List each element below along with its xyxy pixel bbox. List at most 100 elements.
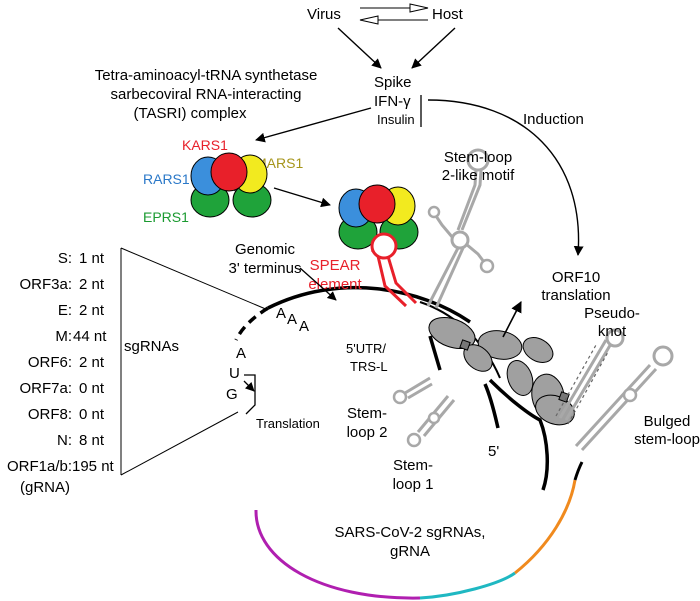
arrow-complex-binding bbox=[273, 187, 331, 208]
row-name-orf1ab: ORF1a/b: bbox=[7, 458, 72, 475]
orf10-translation: ORF10 translation bbox=[541, 269, 610, 304]
sgrnas-label: sgRNAs bbox=[124, 338, 179, 355]
row-value-orf3a: 2 nt bbox=[79, 276, 105, 293]
aug-g: G bbox=[226, 386, 238, 403]
stemloop2like-line2: 2-like motif bbox=[442, 167, 515, 184]
tasri-title-line1: Tetra-aminoacyl-tRNA synthetase bbox=[95, 67, 318, 84]
row-value-n: 8 nt bbox=[79, 432, 105, 449]
spear-element: SPEAR element bbox=[308, 232, 418, 308]
polyA-2: A bbox=[287, 311, 297, 328]
arc-magenta bbox=[254, 509, 421, 600]
arrow-genomic-terminus bbox=[299, 267, 337, 301]
kars1-subunit bbox=[210, 152, 248, 192]
ifn-gamma-label: IFN-γ bbox=[374, 93, 411, 110]
row-name-orf6: ORF6: bbox=[28, 354, 72, 371]
kars1-label: KARS1 bbox=[182, 137, 228, 153]
arc-orange bbox=[514, 479, 577, 575]
arrow-induction bbox=[427, 99, 584, 256]
sgrna-values: 1 nt 2 nt 2 nt 44 nt 2 nt 0 nt 0 nt 8 nt… bbox=[72, 250, 115, 475]
stem-loop-2-structure bbox=[392, 376, 433, 405]
callout-line-top bbox=[120, 247, 269, 311]
bulged-label-line1: Bulged bbox=[644, 413, 691, 430]
host-label: Host bbox=[432, 6, 464, 23]
row-value-e: 2 nt bbox=[79, 302, 105, 319]
stem-loop-1-structure bbox=[406, 395, 456, 448]
ribosomes bbox=[428, 301, 575, 426]
arrow-orf10 bbox=[502, 301, 522, 338]
spear-label-line2: element bbox=[308, 276, 362, 293]
sl1-label-line2: loop 1 bbox=[393, 476, 434, 493]
spike-label: Spike bbox=[374, 74, 412, 91]
arrow-host-to-virus bbox=[359, 15, 428, 25]
row-name-n: N: bbox=[57, 432, 72, 449]
sgrna-names: S: ORF3a: E: M: ORF6: ORF7a: ORF8: N: OR… bbox=[7, 250, 72, 475]
rna-dashed-segment bbox=[234, 306, 269, 341]
rars1-label: RARS1 bbox=[143, 171, 190, 187]
row-value-s: 1 nt bbox=[79, 250, 105, 267]
mars1-label: MARS1 bbox=[255, 155, 303, 171]
aug-u: U bbox=[229, 365, 240, 382]
tasri-title: Tetra-aminoacyl-tRNA synthetase sarbecov… bbox=[95, 67, 318, 122]
circle-label-line1: SARS-CoV-2 sgRNAs, bbox=[335, 524, 486, 541]
arrow-host-to-spike bbox=[411, 27, 456, 69]
ribosome-2 bbox=[477, 330, 523, 360]
arrow-virus-to-host bbox=[360, 3, 429, 13]
tasri-title-line3: (TASRI) complex bbox=[133, 105, 247, 122]
ribosome-4 bbox=[522, 337, 554, 363]
aug-a: A bbox=[236, 345, 246, 362]
sl2-label-line2: loop 2 bbox=[347, 424, 388, 441]
row-value-orf7a: 0 nt bbox=[79, 380, 105, 397]
circle-label-line2: gRNA bbox=[390, 543, 430, 560]
bulged-label-line2: stem-loop bbox=[634, 431, 700, 448]
callout-line-bottom bbox=[120, 411, 239, 476]
virus-label: Virus bbox=[307, 6, 341, 23]
tasri-title-line2: sarbecoviral RNA-interacting bbox=[111, 86, 302, 103]
eprs1-label: EPRS1 bbox=[143, 209, 189, 225]
genomic-terminus: Genomic 3' terminus bbox=[229, 241, 337, 301]
polyA-1: A bbox=[276, 305, 286, 322]
ribosome-5 bbox=[506, 360, 534, 396]
bulged-stem-loop: Bulged stem-loop bbox=[574, 345, 700, 452]
row-name-orf7a: ORF7a: bbox=[19, 380, 72, 397]
rna-5prime-tail bbox=[483, 383, 500, 429]
grna-label: (gRNA) bbox=[20, 479, 70, 496]
arrow-trigger-to-complex bbox=[255, 107, 372, 143]
row-name-e: E: bbox=[58, 302, 72, 319]
bound-kars1 bbox=[358, 184, 396, 224]
genomic-label-line1: Genomic bbox=[235, 241, 296, 258]
row-value-orf6: 2 nt bbox=[79, 354, 105, 371]
row-value-orf1ab: 195 nt bbox=[72, 458, 115, 475]
utr-label-line2: TRS-L bbox=[350, 359, 388, 374]
rna-3prime-segment bbox=[267, 285, 471, 324]
row-name-orf8: ORF8: bbox=[28, 406, 72, 423]
aug-codon: A U G Translation bbox=[226, 345, 320, 431]
sl2-label-line1: Stem- bbox=[347, 405, 387, 422]
tasri-complex: KARS1 MARS1 RARS1 EPRS1 bbox=[143, 137, 331, 225]
utr-label-line1: 5'UTR/ bbox=[346, 341, 386, 356]
virus-host-exchange: Virus Host bbox=[307, 3, 464, 69]
insulin-label: Insulin bbox=[377, 112, 415, 127]
rna-5prime-segment bbox=[488, 378, 550, 491]
translation-label: Translation bbox=[256, 416, 320, 431]
arrow-virus-to-spike bbox=[337, 27, 382, 69]
pseudoknot: Pseudo- knot bbox=[555, 305, 640, 425]
stemloop2like-line1: Stem-loop bbox=[444, 149, 512, 166]
row-value-m: 44 nt bbox=[73, 328, 107, 345]
induction-label: Induction bbox=[523, 111, 584, 128]
orf10-label-line1: ORF10 bbox=[552, 269, 600, 286]
pseudoknot-line2: knot bbox=[598, 323, 627, 340]
row-name-orf3a: ORF3a: bbox=[19, 276, 72, 293]
five-prime-label: 5' bbox=[488, 443, 499, 460]
orf10-label-line2: translation bbox=[541, 287, 610, 304]
sgrna-table: S: ORF3a: E: M: ORF6: ORF7a: ORF8: N: OR… bbox=[7, 247, 269, 496]
row-name-m: M: bbox=[55, 328, 72, 345]
genomic-label-line2: 3' terminus bbox=[229, 260, 302, 277]
utr-region: 5'UTR/ TRS-L Stem- loop 2 Stem- loop 1 5… bbox=[346, 341, 499, 493]
spear-label-line1: SPEAR bbox=[310, 257, 361, 274]
arc-teal bbox=[419, 571, 516, 600]
polyA: A A A bbox=[276, 305, 309, 335]
stem-loop-2-like-motif: Stem-loop 2-like motif bbox=[426, 148, 515, 309]
rna-circle: SARS-CoV-2 sgRNAs, gRNA bbox=[234, 285, 584, 600]
